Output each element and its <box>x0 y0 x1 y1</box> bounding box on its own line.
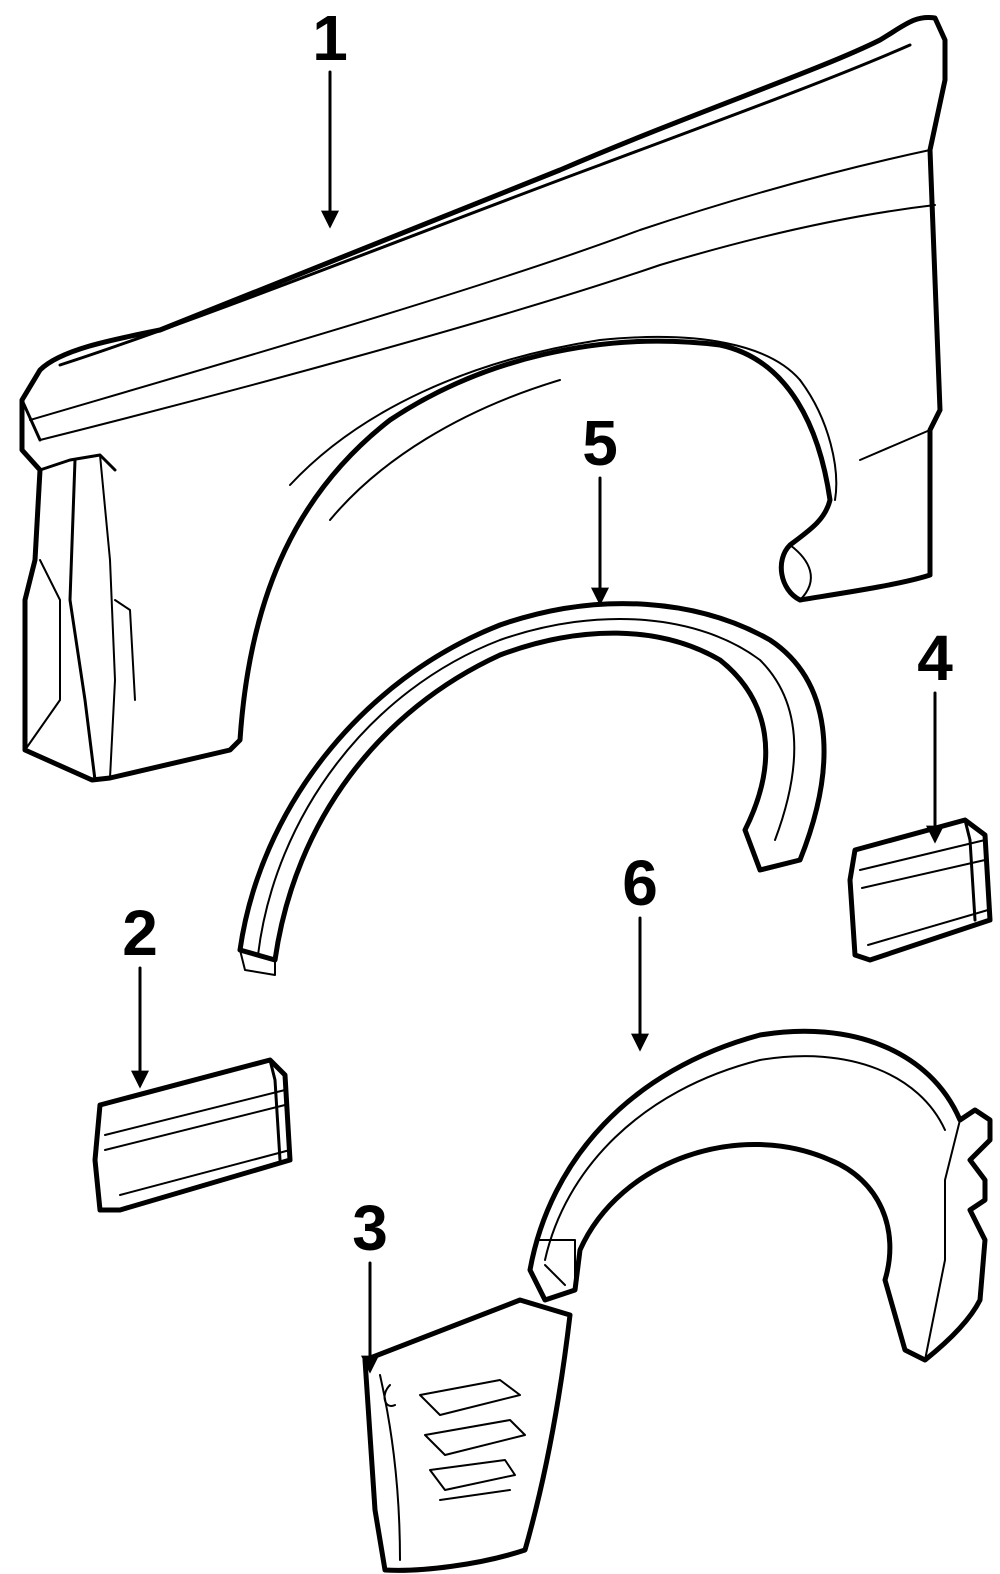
callout-5: 5 <box>582 407 618 606</box>
callout-4: 4 <box>917 622 953 844</box>
callout-label: 3 <box>352 1192 388 1264</box>
callout-2: 2 <box>122 897 158 1089</box>
wheel-molding-part <box>237 601 827 976</box>
callout-label: 5 <box>582 407 618 479</box>
callout-1: 1 <box>312 2 348 229</box>
callout-3: 3 <box>352 1192 388 1374</box>
callout-label: 6 <box>622 847 658 919</box>
side-molding-right-part <box>847 817 993 963</box>
splash-shield-part <box>362 1297 573 1573</box>
side-molding-left-part <box>92 1057 293 1213</box>
fender-liner-part <box>527 1028 993 1363</box>
callout-6: 6 <box>622 847 658 1052</box>
callout-label: 4 <box>917 622 953 694</box>
fender-part <box>19 14 948 783</box>
callout-label: 1 <box>312 2 348 74</box>
callout-label: 2 <box>122 897 158 969</box>
